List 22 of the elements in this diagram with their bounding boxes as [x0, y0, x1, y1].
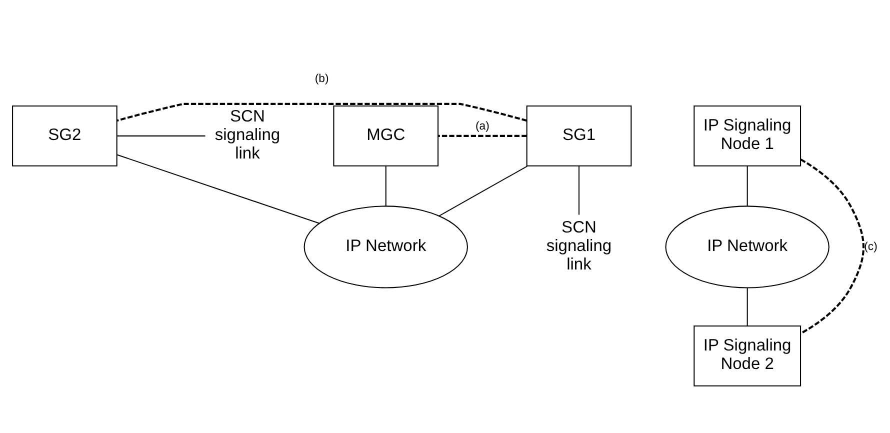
node-ellipse: IP Network — [665, 206, 830, 288]
connector — [438, 166, 528, 216]
connector — [746, 166, 748, 206]
node-text: SCN signaling link — [546, 217, 612, 274]
node-box: MGC — [333, 105, 439, 166]
node-box: IP Signaling Node 1 — [694, 105, 802, 166]
node-box: SG2 — [12, 105, 118, 166]
edge-label: (a) — [475, 120, 490, 133]
node-ellipse: IP Network — [304, 206, 468, 288]
connector — [117, 135, 206, 136]
connector — [438, 134, 527, 137]
connector — [116, 154, 320, 224]
edge-label: (b) — [314, 73, 329, 86]
connector — [746, 288, 748, 326]
node-box: SG1 — [526, 105, 632, 166]
edge-label: (c) — [864, 240, 878, 253]
connector — [578, 166, 580, 215]
connector — [385, 166, 386, 206]
node-text: SCN signaling link — [214, 106, 280, 162]
connector — [800, 158, 864, 334]
connector — [116, 102, 527, 122]
node-box: IP Signaling Node 2 — [694, 325, 802, 386]
